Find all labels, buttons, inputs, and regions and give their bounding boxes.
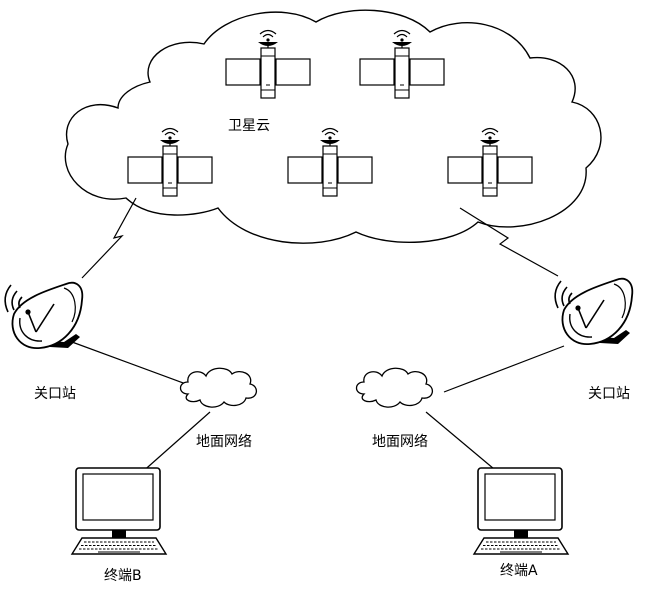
gateway-right-label: 关口站 [588,386,630,402]
link-network-right-gateway [444,346,564,392]
satellite-dish-icon [555,279,632,344]
satellite-dish-icon [5,283,82,348]
cloud-icon [357,368,433,407]
link-network-right-terminal-a [426,412,500,474]
ground-network-left-label: 地面网络 [196,434,252,450]
satellite-cloud-label: 卫星云 [228,118,270,134]
satellite-cloud-shape [65,10,601,243]
cloud-icon [181,368,257,407]
terminal-a-label: 终端A [500,563,538,579]
terminal-b-label: 终端B [104,568,142,584]
lightning-link-icon [82,198,136,278]
ground-network-right-label: 地面网络 [372,434,428,450]
computer-terminal-icon [72,468,166,554]
gateway-left-label: 关口站 [34,386,76,402]
link-gateway-left-network [72,342,186,384]
computer-terminal-icon [474,468,568,554]
